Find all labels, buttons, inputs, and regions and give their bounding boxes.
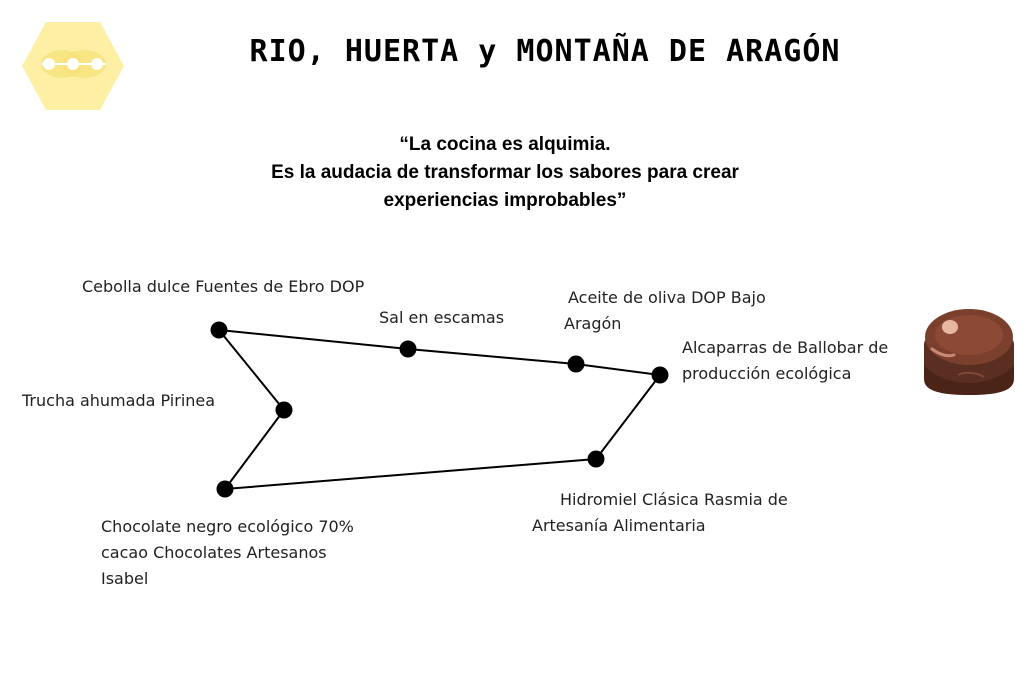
label-line: Aceite de oliva DOP Bajo [568, 288, 766, 307]
node-sal [399, 340, 417, 358]
node-aceite [567, 355, 585, 373]
label-alcaparras: Alcaparras de Ballobar de producción eco… [682, 335, 888, 387]
node-chocolate [216, 480, 234, 498]
label-line: Cebolla dulce Fuentes de Ebro DOP [82, 277, 365, 296]
hexagon-logo-icon [22, 22, 124, 110]
node-cebolla [210, 321, 228, 339]
label-line: Isabel [101, 569, 149, 588]
page-title: RIO, HUERTA y MONTAÑA DE ARAGÓN [249, 34, 841, 69]
label-aceite: Aceite de oliva DOP Bajo Aragón [564, 285, 766, 337]
quote-line: experiencias improbables” [383, 190, 627, 211]
label-line: Aragón [564, 314, 622, 333]
label-line: Chocolate negro ecológico 70% [101, 517, 354, 536]
label-hidromiel: Hidromiel Clásica Rasmia de Artesanía Al… [532, 487, 788, 539]
label-line: Hidromiel Clásica Rasmia de [560, 490, 788, 509]
label-line: cacao Chocolates Artesanos [101, 543, 327, 562]
label-line: Trucha ahumada Pirinea [22, 391, 216, 410]
label-line: Alcaparras de Ballobar de [682, 338, 889, 357]
label-cebolla: Cebolla dulce Fuentes de Ebro DOP [82, 274, 364, 300]
quote-line: “La cocina es alquimia. [399, 134, 611, 155]
quote: “La cocina es alquimia. Es la audacia de… [200, 131, 810, 215]
node-alcaparras [651, 366, 669, 384]
label-trucha: Trucha ahumada Pirinea [22, 388, 215, 414]
label-line: Artesanía Alimentaria [532, 516, 706, 535]
label-line: producción ecológica [682, 364, 852, 383]
label-chocolate: Chocolate negro ecológico 70% cacao Choc… [101, 514, 354, 592]
label-line: Sal en escamas [379, 308, 505, 327]
label-sal: Sal en escamas [379, 305, 504, 331]
chocolate-bonbon-icon [924, 309, 1014, 395]
node-hidromiel [587, 450, 605, 468]
node-trucha [275, 401, 293, 419]
path-line [218, 329, 662, 491]
quote-line: Es la audacia de transformar los sabores… [271, 162, 739, 183]
